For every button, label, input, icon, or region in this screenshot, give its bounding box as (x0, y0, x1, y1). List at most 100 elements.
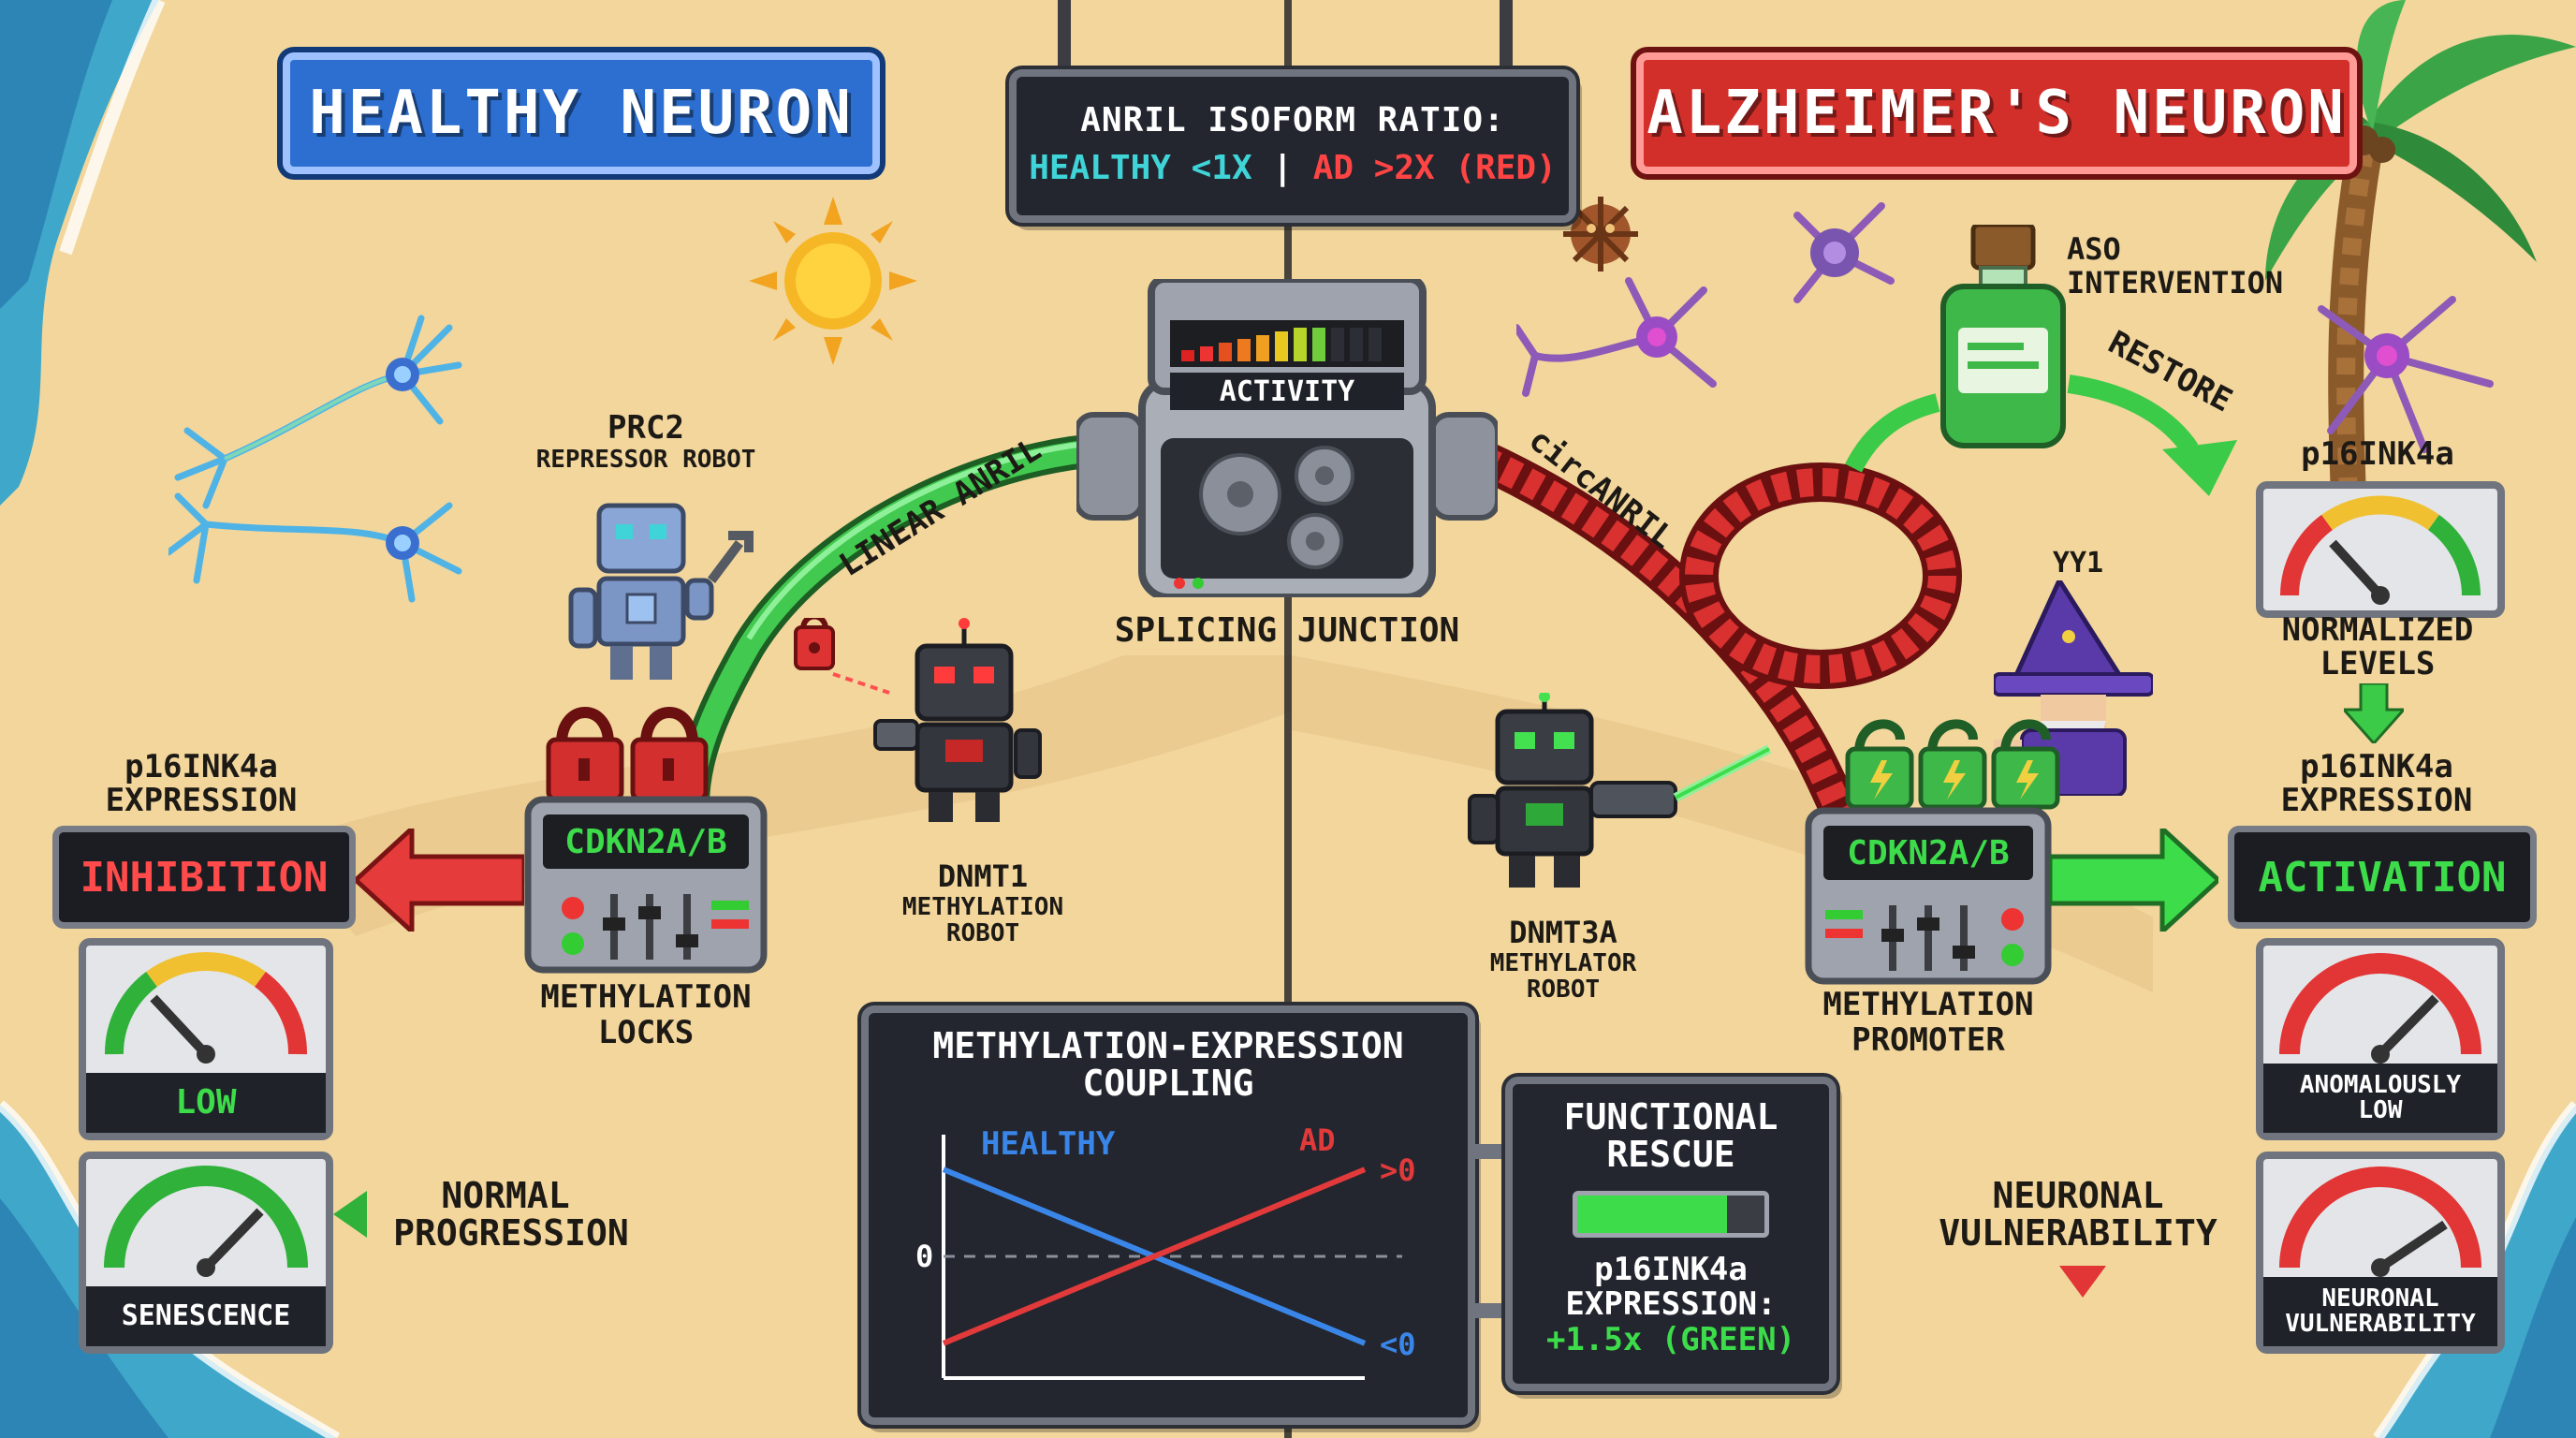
activity-label: ACTIVITY (1170, 373, 1404, 410)
rescue-title2: RESCUE (1606, 1133, 1735, 1175)
coupling-chart: 0 HEALTHY AD >0 <0 (915, 1123, 1416, 1380)
rescue-progress-fill (1577, 1195, 1727, 1233)
activation-badge: ACTIVATION (2228, 826, 2537, 929)
normalized-gauge-dial (2280, 495, 2481, 605)
dnmt1-title: DNMT1 (937, 858, 1029, 894)
inhibition-arrow-icon (356, 829, 524, 932)
left-p16-title1: p16INK4a (124, 748, 278, 785)
anomalously-low-dial (2279, 953, 2481, 1064)
healthy-neuron-banner: HEALTHY NEURON (283, 52, 880, 174)
vulnerability-down-arrow-icon (2059, 1266, 2106, 1298)
anomalously-low-gauge: ANOMALOUSLY LOW (2256, 938, 2505, 1140)
vulnerability-footer: NEURONAL VULNERABILITY (2263, 1277, 2497, 1346)
ad-neurons-icon (1516, 197, 1895, 397)
aso-bottle-icon (1940, 225, 2066, 448)
healthy-neurons-icon (168, 315, 462, 603)
rescue-line2: EXPRESSION: (1565, 1285, 1777, 1324)
anomalously-low-footer: ANOMALOUSLY LOW (2263, 1064, 2497, 1133)
low-gauge: LOW (79, 938, 333, 1140)
rescue-progress-bar (1573, 1190, 1769, 1238)
left-gene-label: CDKN2A/B (564, 822, 727, 861)
inhibition-badge: INHIBITION (52, 826, 356, 929)
normalized-label1: NORMALIZED (2281, 611, 2474, 649)
senescence-gauge-dial (104, 1166, 308, 1277)
dnmt1-sub2: ROBOT (945, 919, 1020, 947)
activation-label: ACTIVATION (2258, 853, 2507, 902)
prc2-subtitle: REPRESSOR ROBOT (535, 446, 756, 474)
aso-label: ASO (2067, 231, 2121, 267)
low-gauge-label: LOW (86, 1073, 326, 1133)
splicing-junction-caption: SPLICING JUNCTION (1114, 611, 1460, 650)
ratio-ad: AD >2X (RED) (1312, 149, 1557, 187)
functional-rescue-panel: FUNCTIONAL RESCUE p16INK4a EXPRESSION: +… (1505, 1077, 1837, 1391)
isoform-ratio-panel: ANRIL ISOFORM RATIO: HEALTHY <1X | AD >2… (1009, 69, 1576, 223)
connector-top (1468, 1144, 1505, 1159)
sun-icon (749, 197, 917, 365)
coupling-title1: METHYLATION-EXPRESSION (932, 1025, 1404, 1066)
anomalously-low-label: LOW (2358, 1096, 2403, 1124)
left-gene-caption1: METHYLATION (540, 978, 752, 1016)
dnmt3a-sub1: METHYLATOR (1489, 949, 1637, 977)
coupling-title2: COUPLING (1082, 1062, 1254, 1104)
splicing-junction-machine (1076, 279, 1498, 597)
alzheimers-neuron-title: ALZHEIMER'S NEURON (1647, 79, 2347, 148)
alzheimers-neuron-banner: ALZHEIMER'S NEURON (1636, 52, 2357, 174)
dnmt1-robot-icon (794, 618, 1042, 822)
vulnerability-dial (2279, 1167, 2481, 1277)
right-gene-caption2: PROMOTER (1852, 1021, 2005, 1059)
activity-meter-bars (1181, 328, 1382, 361)
dnmt3a-sub2: ROBOT (1526, 976, 1601, 1004)
right-gene-label: CDKN2A/B (1847, 833, 2010, 873)
low-gauge-dial (104, 952, 308, 1064)
progression-label: PROGRESSION (393, 1212, 629, 1254)
dnmt1-sub1: METHYLATION (901, 893, 1064, 921)
normalized-label2: LEVELS (2320, 645, 2436, 682)
ratio-title: ANRIL ISOFORM RATIO: (1080, 101, 1505, 139)
vulnerability-gauge-label2: VULNERABILITY (2285, 1310, 2476, 1338)
ad-series-line (942, 1167, 1367, 1346)
normalized-gauge (2256, 481, 2505, 618)
vulnerability-label: VULNERABILITY (1939, 1212, 2217, 1254)
open-locks-icon (1845, 719, 2060, 810)
right-gene-machine (1805, 807, 2052, 985)
left-gene-machine (524, 796, 768, 974)
right-gene-caption1: METHYLATION (1822, 986, 2034, 1023)
anomalously-label: ANOMALOUSLY (2299, 1070, 2462, 1099)
connector-bottom (1468, 1303, 1505, 1318)
senescence-gauge: SENESCENCE (79, 1152, 333, 1354)
left-gene-caption2: LOCKS (597, 1014, 695, 1051)
down-arrow-icon (2344, 683, 2404, 743)
chart-end-label-bottom: <0 (1380, 1327, 1416, 1362)
intervention-label: INTERVENTION (2067, 265, 2284, 301)
prc2-robot-icon (568, 503, 754, 680)
hanger-right (1500, 0, 1513, 73)
dnmt3a-title: DNMT3A (1509, 915, 1617, 950)
healthy-neuron-title: HEALTHY NEURON (309, 79, 854, 148)
normal-label: NORMAL (441, 1175, 570, 1216)
hanger-left (1058, 0, 1071, 73)
ad-series-label: AD (1299, 1123, 1336, 1158)
rescue-line3: +1.5x (GREEN) (1545, 1320, 1796, 1358)
inhibition-label: INHIBITION (80, 853, 329, 902)
vulnerability-gauge: NEURONAL VULNERABILITY (2256, 1152, 2505, 1354)
ratio-separator: | (1272, 149, 1293, 187)
restore-arrow-icon (1845, 374, 2237, 496)
rescue-line1: p16INK4a (1594, 1250, 1748, 1288)
right-p16-title1: p16INK4a (2300, 748, 2453, 785)
rescue-title1: FUNCTIONAL (1563, 1096, 1778, 1137)
neuronal-label: NEURONAL (1992, 1175, 2164, 1216)
left-p16-title2: EXPRESSION (105, 782, 298, 819)
prc2-title: PRC2 (607, 409, 684, 447)
right-p16-top-label: p16INK4a (2301, 435, 2454, 473)
chart-end-label-top: >0 (1380, 1152, 1416, 1188)
coupling-panel: METHYLATION-EXPRESSION COUPLING 0 HEALTH… (861, 1005, 1475, 1425)
vulnerability-gauge-label1: NEURONAL (2321, 1284, 2439, 1313)
progression-arrow-icon (333, 1191, 367, 1238)
chart-zero-tick: 0 (915, 1239, 933, 1274)
dnmt3a-robot-icon (1468, 693, 1772, 888)
ad-neuron-right-icon (2318, 296, 2494, 453)
right-p16-title2: EXPRESSION (2280, 782, 2473, 819)
ratio-healthy: HEALTHY <1X (1029, 149, 1252, 187)
activation-arrow-icon (2050, 829, 2218, 932)
yy1-label: YY1 (2052, 547, 2104, 580)
